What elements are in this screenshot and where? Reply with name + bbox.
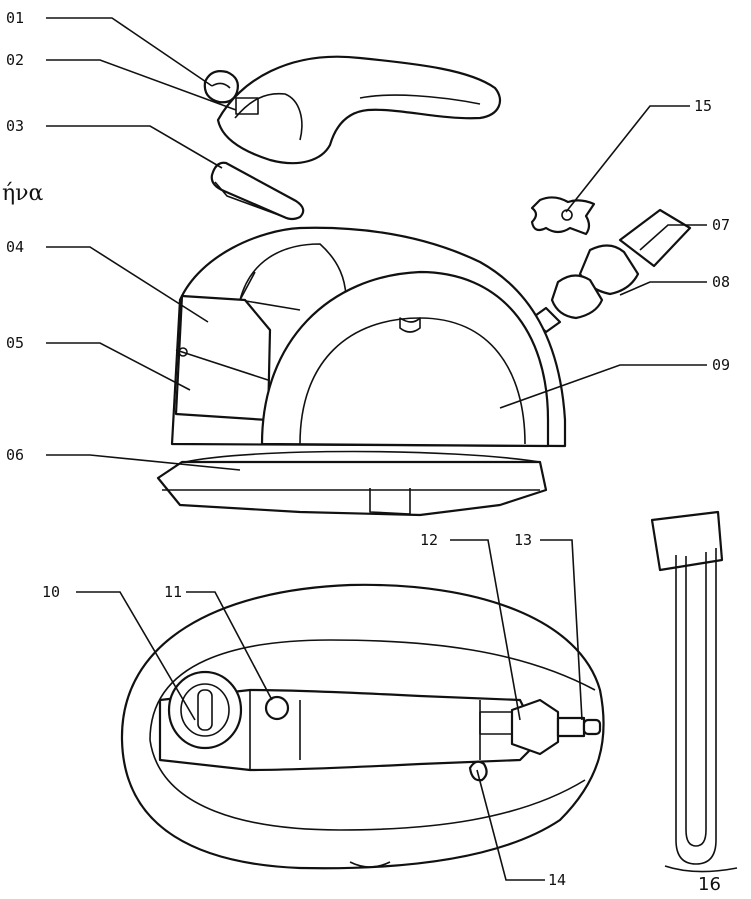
label-02: 02	[6, 51, 24, 69]
label-03: 03	[6, 117, 24, 135]
part-10-cap	[167, 670, 243, 750]
label-01: 01	[6, 9, 24, 27]
part-07-08-connector	[530, 208, 692, 334]
part-labels: 01 02 03 04 05 06 07 08 09 10 11 12 13 1…	[2, 9, 730, 895]
part-01-knob	[203, 70, 239, 104]
leader-lines	[46, 17, 707, 881]
label-15: 15	[694, 97, 712, 115]
label-07: 07	[712, 216, 730, 234]
label-12: 12	[420, 531, 438, 549]
part-02-handle	[216, 55, 502, 165]
label-13: 13	[514, 531, 532, 549]
label-06: 06	[6, 446, 24, 464]
part-14-screw	[468, 760, 488, 782]
label-04: 04	[6, 238, 24, 256]
part-15-clip	[530, 196, 596, 236]
part-16-hanger	[650, 510, 738, 873]
part-06-soleplate	[156, 450, 548, 517]
page-text-fragment: ήνα	[2, 181, 44, 206]
label-10: 10	[42, 583, 60, 601]
part-11-hole	[264, 695, 290, 721]
label-16: 16	[698, 874, 721, 895]
label-08: 08	[712, 273, 730, 291]
label-09: 09	[712, 356, 730, 374]
base-assembly	[120, 583, 605, 870]
label-14: 14	[548, 871, 566, 889]
label-11: 11	[164, 583, 182, 601]
part-12-13-valve	[479, 698, 602, 756]
part-03-trigger	[210, 161, 305, 221]
part-04-05-09-body	[170, 226, 567, 448]
label-05: 05	[6, 334, 24, 352]
